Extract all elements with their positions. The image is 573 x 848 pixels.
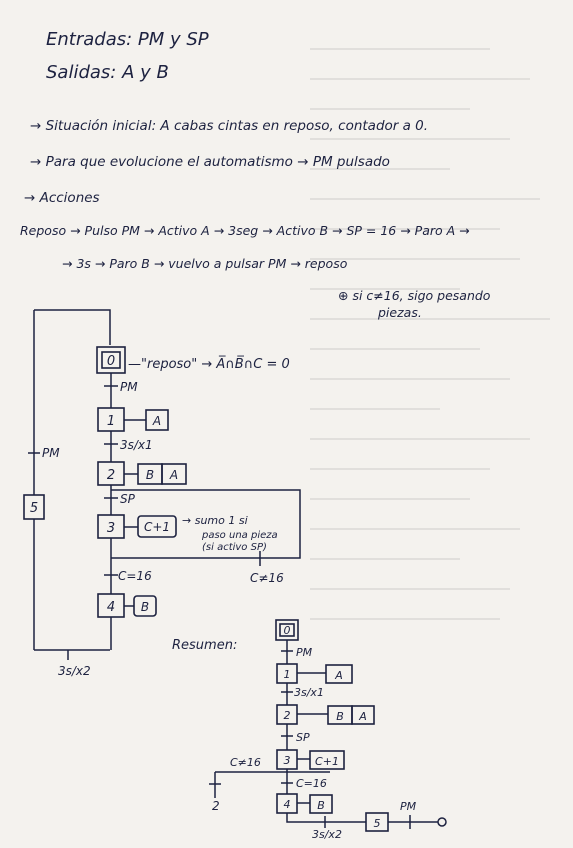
sum-action-2b-label: A xyxy=(358,710,367,723)
step-3-note-b: paso una pieza xyxy=(201,530,278,541)
step-1-label: 1 xyxy=(107,414,115,429)
loop-c-ne-16 xyxy=(111,489,301,559)
step-2-label: 2 xyxy=(107,468,115,483)
sum-action-2b-box xyxy=(351,705,375,725)
inputs-line: Entradas: PM y SP xyxy=(46,29,209,50)
transition-c-ne-16-label: C≠16 xyxy=(250,571,284,585)
transition-sp-label: SP xyxy=(120,492,136,506)
sum-action-1-box xyxy=(325,664,353,684)
sequence-line-2: → 3s → Paro B → vuelvo a pulsar PM → rep… xyxy=(62,256,348,271)
transition-3s-label: 3s/x1 xyxy=(120,438,153,452)
sum-action-4-box xyxy=(309,794,333,814)
sum-step-5-label: 5 xyxy=(374,817,381,830)
sequence-line-1: Reposo → Pulso PM → Activo A → 3seg → Ac… xyxy=(20,223,470,238)
step-0-inner xyxy=(101,351,121,369)
step-3-note-c: (si activo SP) xyxy=(202,542,267,553)
summary-title: Resumen: xyxy=(172,638,237,653)
transition-3s2-label: 3s/x2 xyxy=(58,664,91,678)
sum-action-3-label: C+1 xyxy=(315,755,339,768)
side-note-line-2: piezas. xyxy=(378,305,422,320)
sum-transition-3s-label: 3s/x1 xyxy=(294,686,324,699)
grafcet-main: 0 —"reposo" → A̅∩B̅∩C = 0 PM 1 A 3s/x1 2… xyxy=(23,309,301,678)
sum-step-4-label: 4 xyxy=(284,798,291,811)
loop-line-top xyxy=(34,309,111,345)
sum-step-0-label: 0 xyxy=(284,624,291,637)
sum-step-0-inner xyxy=(279,623,295,637)
sum-action-1-label: A xyxy=(334,669,343,682)
action-3-label: C+1 xyxy=(144,520,170,534)
action-3-box xyxy=(137,515,177,538)
grafcet-summary: Resumen: 0 PM 1 A 3s/x1 2 B A xyxy=(172,619,447,841)
step-3-note-a: → sumo 1 si xyxy=(182,514,248,527)
step-3-label: 3 xyxy=(107,521,115,536)
sum-step-2-label: 2 xyxy=(284,709,291,722)
sum-action-4-label: B xyxy=(317,799,325,812)
sum-transition-c-16-label: C=16 xyxy=(296,777,327,790)
transition-pm-label: PM xyxy=(120,380,138,394)
step-5-label: 5 xyxy=(30,501,38,516)
sum-step-3-label: 3 xyxy=(284,754,291,767)
sum-transition-sp-label: SP xyxy=(296,731,310,744)
actions-heading: → Acciones xyxy=(24,190,100,206)
step-0-note: —"reposo" → A̅∩B̅∩C = 0 xyxy=(128,356,290,372)
action-1-box xyxy=(145,409,169,431)
sum-link-4-5 xyxy=(286,813,366,823)
action-2a-label: B xyxy=(146,468,154,482)
step-0-label: 0 xyxy=(107,354,115,369)
sum-transition-pm-label: PM xyxy=(296,646,313,659)
side-note-line-1: ⊕ si c≠16, sigo pesando xyxy=(338,288,491,303)
action-1-label: A xyxy=(152,414,161,428)
step-5-box xyxy=(23,494,45,520)
transition-pm-left-label: PM xyxy=(42,446,60,460)
sum-transition-pm-2-label: PM xyxy=(400,800,417,813)
sum-transition-c-ne-16-label: C≠16 xyxy=(230,756,261,769)
sum-action-3-box xyxy=(309,750,345,770)
sum-transition-3s2-label: 3s/x2 xyxy=(312,828,342,841)
sum-back-to-label: 2 xyxy=(212,799,220,813)
transition-c-16-label: C=16 xyxy=(118,569,152,583)
sum-step-1-label: 1 xyxy=(284,668,291,681)
sum-action-2a-label: B xyxy=(336,710,344,723)
sum-return-to-0-marker xyxy=(437,817,447,827)
action-4-box xyxy=(133,595,157,617)
evolution-line: → Para que evolucione el automatismo → P… xyxy=(30,154,390,170)
action-4-label: B xyxy=(141,600,149,614)
action-2b-label: A xyxy=(169,468,178,482)
action-2b-box xyxy=(161,463,187,485)
outputs-line: Salidas: A y B xyxy=(46,62,169,83)
initial-situation-line: → Situación inicial: A cabas cintas en r… xyxy=(30,118,429,134)
step-4-label: 4 xyxy=(107,600,115,615)
